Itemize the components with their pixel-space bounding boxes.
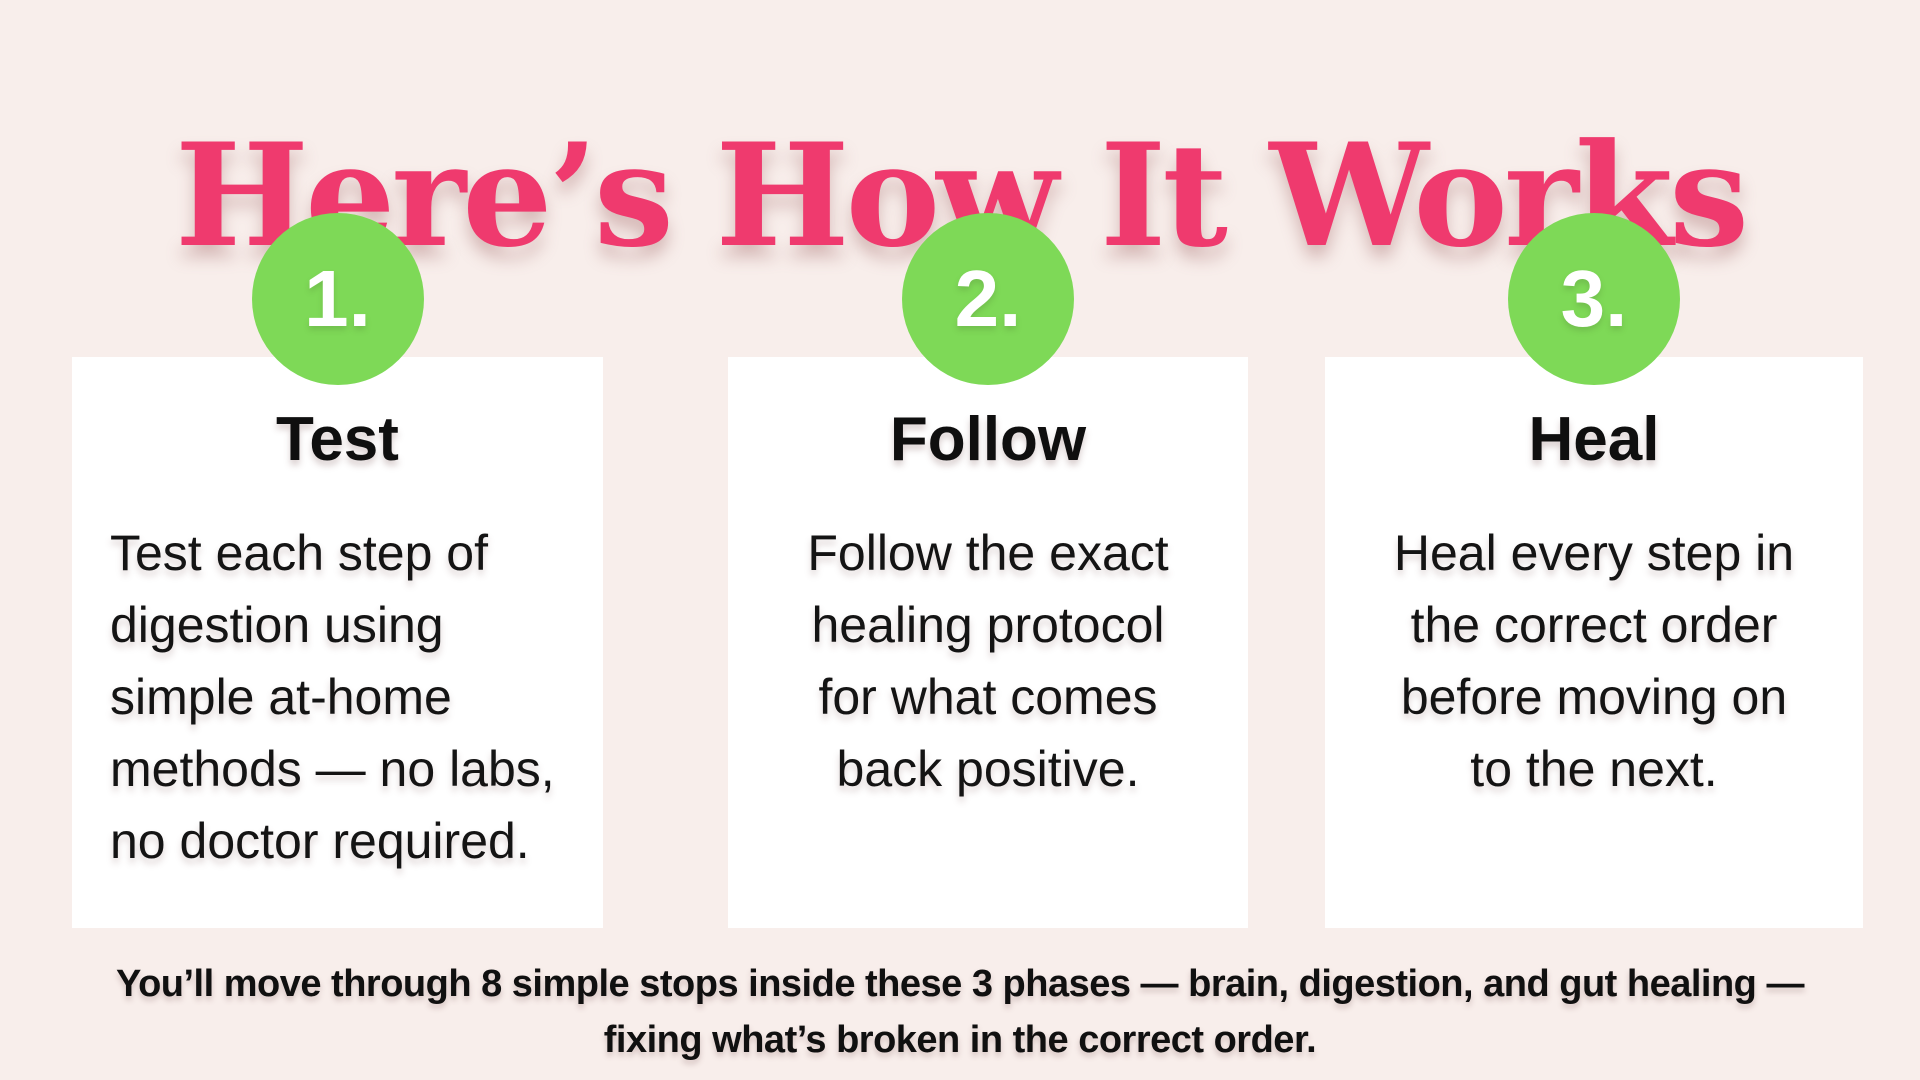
step-card-follow: 2. Follow Follow the exact healing proto… xyxy=(728,213,1248,928)
step-body-text: Follow the exact healing protocol for wh… xyxy=(807,525,1169,797)
step-number: 1. xyxy=(304,254,371,343)
step-number-badge: 3. xyxy=(1508,213,1680,385)
footer-line-1: You’ll move through 8 simple stops insid… xyxy=(116,963,1804,1005)
step-card-test: 1. Test Test each step of digestion usin… xyxy=(72,213,603,928)
footer-line-2: fixing what’s broken in the correct orde… xyxy=(603,1019,1317,1061)
step-number: 3. xyxy=(1560,254,1628,343)
step-number: 2. xyxy=(954,254,1022,343)
step-card-heal: 3. Heal Heal every step in the correct o… xyxy=(1325,213,1863,928)
step-heading: Heal xyxy=(1528,405,1660,474)
step-body-text: Heal every step in the correct order bef… xyxy=(1393,525,1795,797)
step-heading: Follow xyxy=(889,405,1087,474)
footer-note: You’ll move through 8 simple stops insid… xyxy=(0,956,1920,1068)
step-heading: Test xyxy=(276,405,399,474)
step-body-text: Test each step of digestion using simple… xyxy=(110,525,555,869)
step-number-badge: 2. xyxy=(902,213,1074,385)
step-number-badge: 1. xyxy=(251,213,424,385)
